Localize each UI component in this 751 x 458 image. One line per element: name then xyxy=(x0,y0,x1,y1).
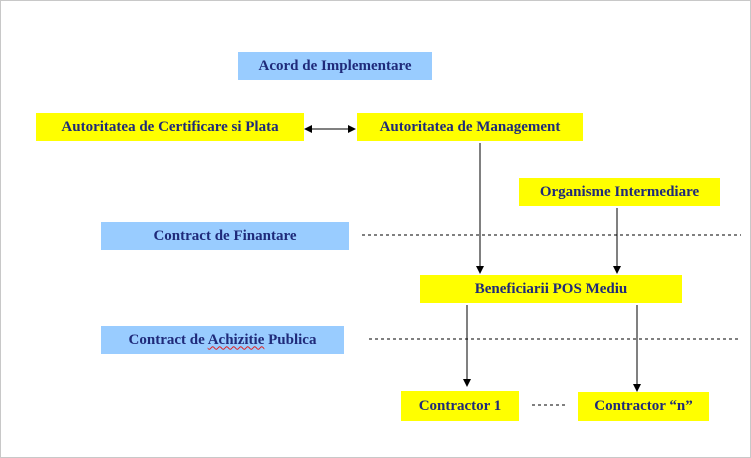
node-label: Acord de Implementare xyxy=(258,57,412,74)
node-contract-achizitie-publica: Contract de Achizitie Publica xyxy=(101,326,344,354)
node-label-prefix: Contract de xyxy=(128,331,208,348)
node-contractor-1: Contractor 1 xyxy=(401,391,519,421)
node-label: Beneficiarii POS Mediu xyxy=(474,280,628,297)
node-label: Contractor 1 xyxy=(418,397,502,414)
node-contract-finantare: Contract de Finantare xyxy=(101,222,349,250)
node-organisme-intermediare: Organisme Intermediare xyxy=(519,178,720,206)
node-acord-de-implementare: Acord de Implementare xyxy=(238,52,432,80)
spellcheck-word: Achizitie xyxy=(207,331,265,348)
node-label-suffix: Publica xyxy=(264,331,317,348)
node-beneficiarii-pos-mediu: Beneficiarii POS Mediu xyxy=(420,275,682,303)
node-label: Autoritatea de Certificare si Plata xyxy=(61,118,279,135)
node-autoritatea-certificare-plata: Autoritatea de Certificare si Plata xyxy=(36,113,304,141)
node-label: Contract de Finantare xyxy=(153,227,297,244)
node-label: Contractor “n” xyxy=(594,398,693,414)
node-contractor-n: Contractor “n” xyxy=(578,392,709,421)
node-label: Autoritatea de Management xyxy=(379,118,561,135)
node-label: Contract de Achizitie Publica xyxy=(129,332,317,349)
node-label: Organisme Intermediare xyxy=(539,183,700,200)
node-autoritatea-management: Autoritatea de Management xyxy=(357,113,583,141)
